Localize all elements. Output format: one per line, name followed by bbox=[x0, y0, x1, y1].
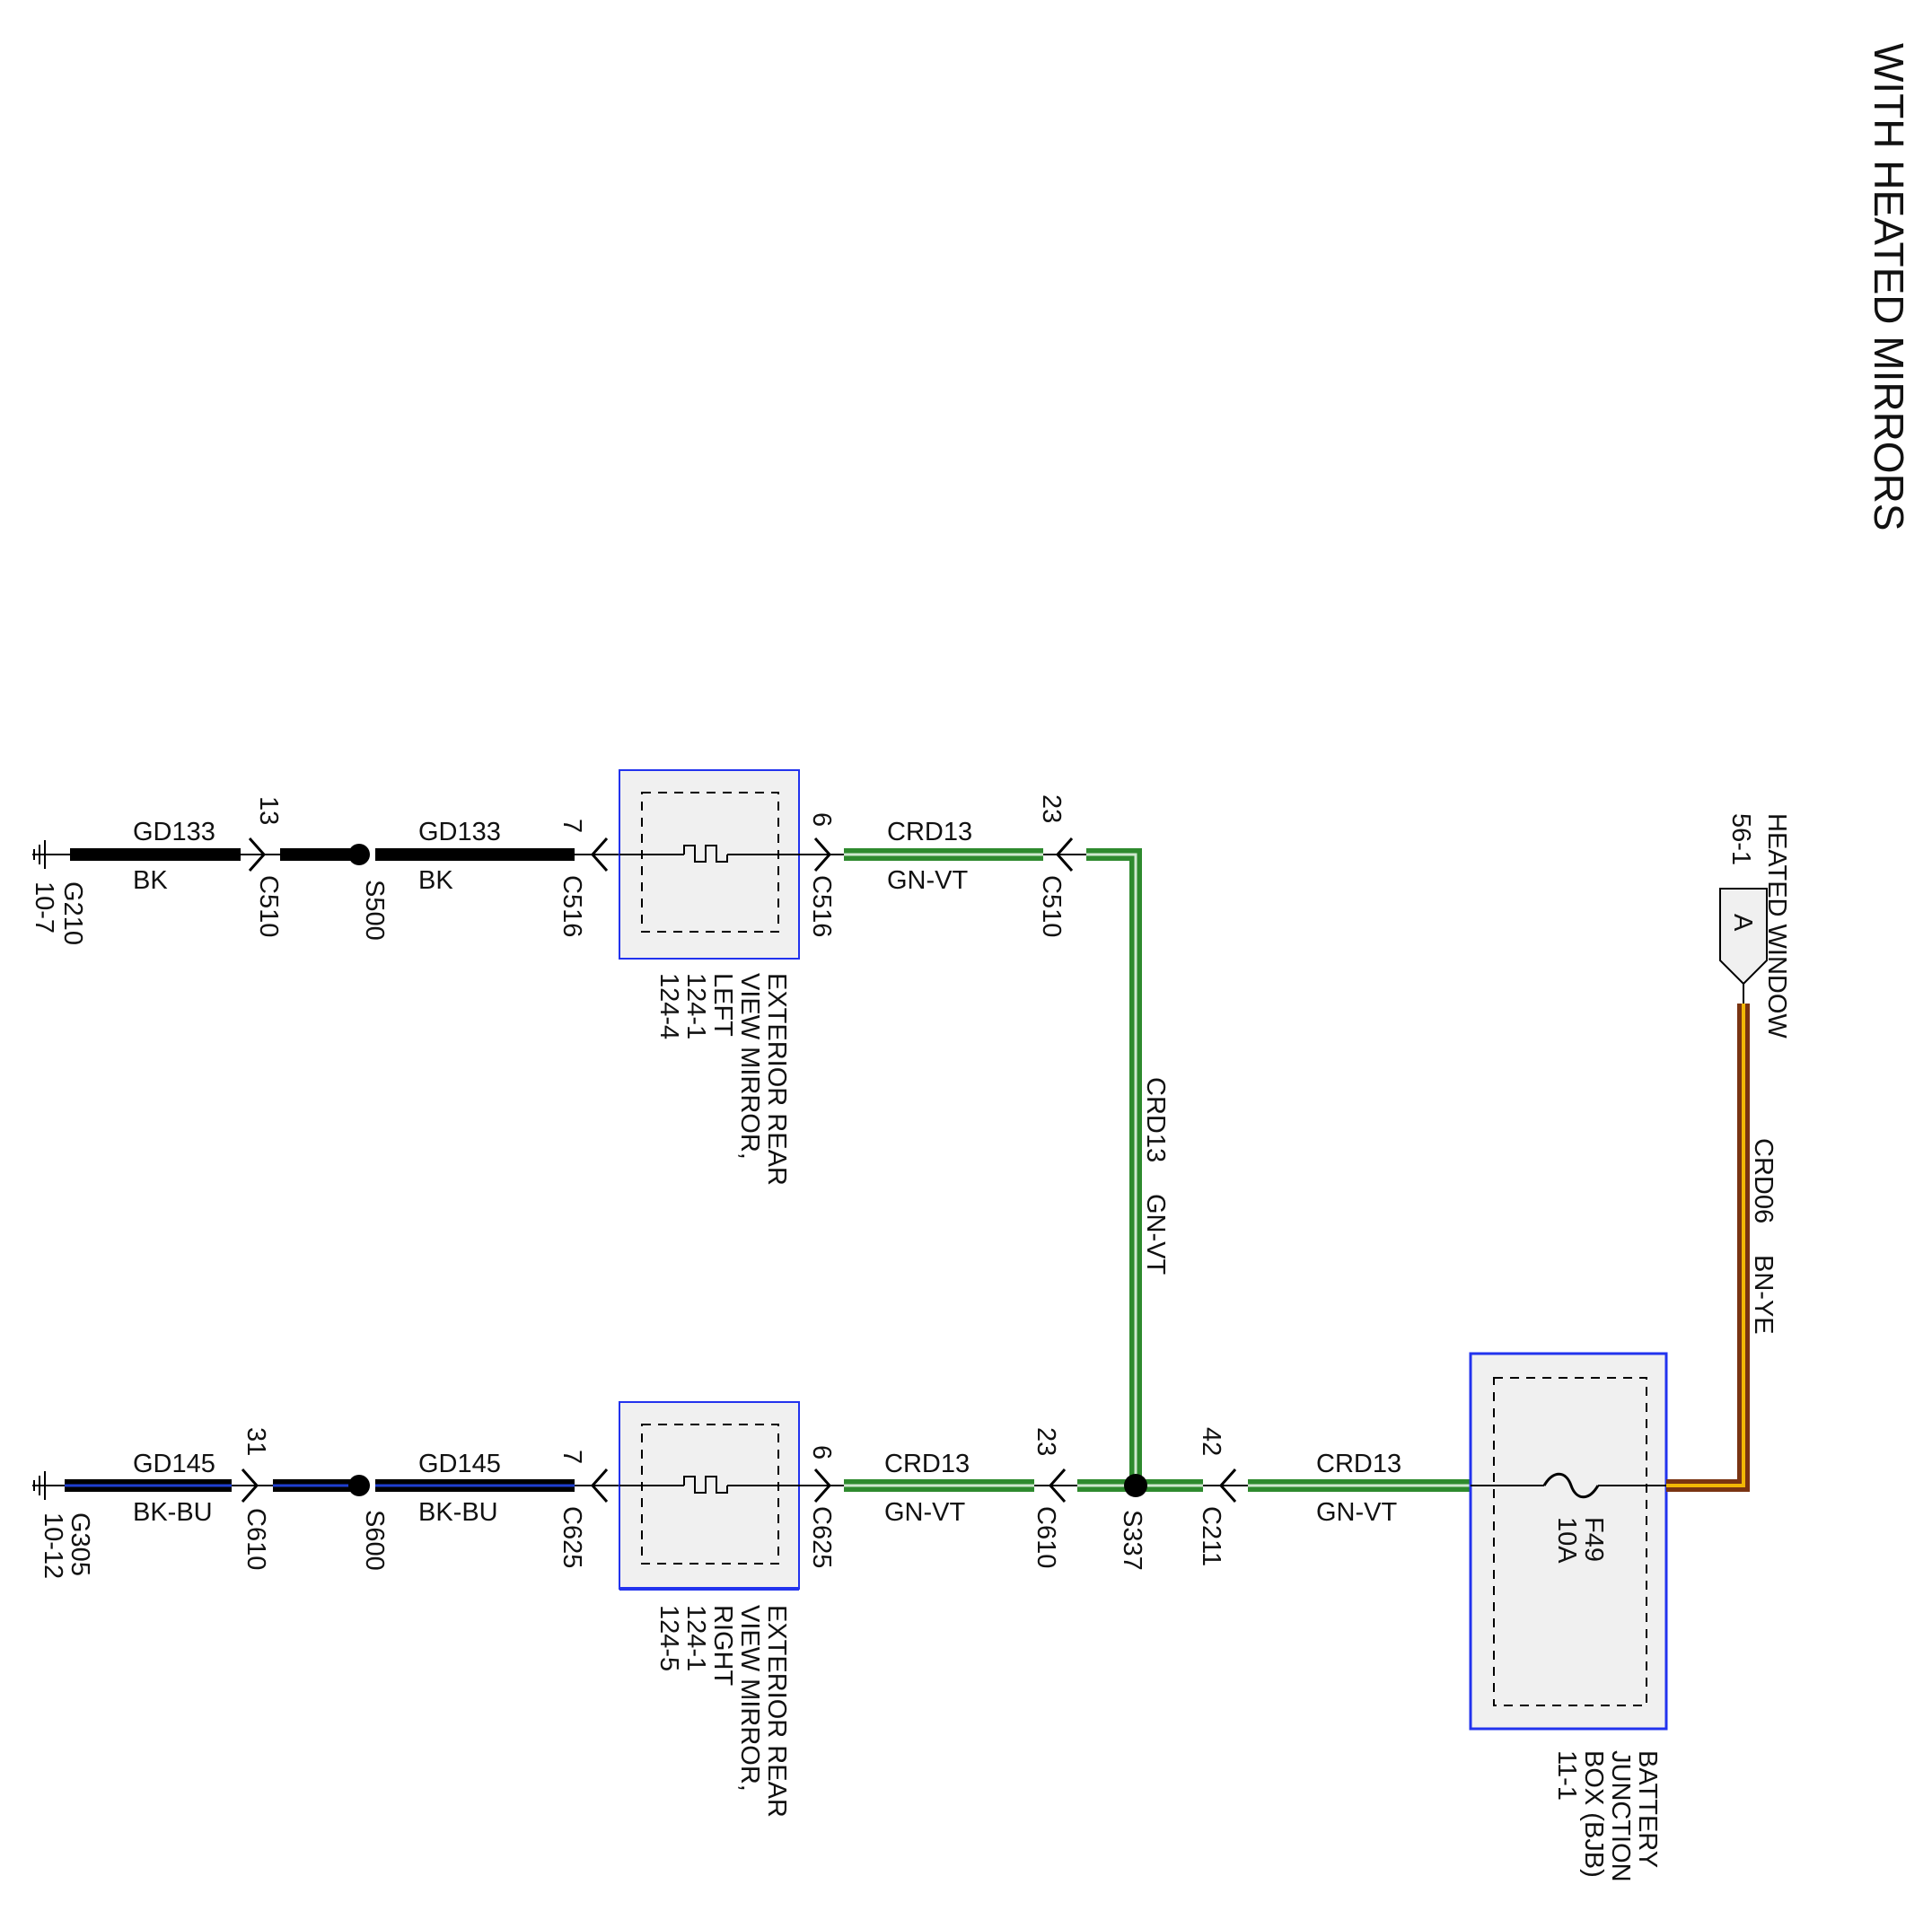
label-c510-name: C510 bbox=[1037, 875, 1066, 937]
label-heated-window-tag: A bbox=[1728, 914, 1757, 932]
connector-c610-pin31-symbol bbox=[241, 1468, 259, 1503]
label-g210-ref: 10-7 bbox=[30, 881, 58, 934]
connector-c211-pin42-symbol bbox=[1218, 1468, 1237, 1503]
label-c610-left-name: C610 bbox=[242, 1508, 270, 1570]
connector-c510-pin23-symbol bbox=[1055, 837, 1074, 872]
label-top-wire3-circuit: CRD13 bbox=[887, 818, 972, 846]
label-fuse-rating: 10A bbox=[1552, 1517, 1581, 1564]
label-c510-top-name: C510 bbox=[254, 875, 283, 937]
heated-window-reference-tag bbox=[1719, 888, 1768, 986]
left-mirror-name-line2: VIEW MIRROR, bbox=[735, 973, 764, 1160]
splice-s600 bbox=[348, 1475, 370, 1496]
label-c516-left-name: C516 bbox=[558, 875, 586, 937]
label-heated-window: HEATED WINDOW bbox=[1762, 813, 1791, 1039]
connector-c516-pin7-symbol bbox=[590, 837, 609, 872]
bjb-name-line1: BATTERY bbox=[1633, 1750, 1662, 1868]
connector-c625-pin7-symbol bbox=[590, 1468, 609, 1503]
label-bottom-wire2-circuit: GD145 bbox=[418, 1450, 501, 1478]
right-mirror-name-line3: RIGHT bbox=[708, 1605, 737, 1687]
label-vertical-wire-color: GN-VT bbox=[1141, 1194, 1170, 1275]
bjb-name-line2: JUNCTION bbox=[1606, 1750, 1635, 1882]
splice-s500 bbox=[348, 844, 370, 865]
label-g305: G305 bbox=[66, 1512, 94, 1576]
label-c610-pin31: 31 bbox=[242, 1427, 270, 1456]
heater-element-left-icon bbox=[683, 845, 728, 863]
wire-crd13-vertical bbox=[1086, 848, 1142, 1486]
label-bottom-wire4-circuit: CRD13 bbox=[1316, 1450, 1401, 1478]
label-c510-top-pin: 13 bbox=[254, 796, 283, 825]
label-c625-pin7: 7 bbox=[558, 1450, 586, 1464]
label-top-wire3-color: GN-VT bbox=[887, 866, 969, 895]
label-c625-right-name: C625 bbox=[807, 1506, 836, 1568]
label-feed-wire-circuit: CRD06 bbox=[1749, 1138, 1778, 1223]
left-mirror-ref1: 124-1 bbox=[681, 973, 710, 1039]
label-bottom-wire2-color: BK-BU bbox=[418, 1498, 498, 1527]
label-c625-pin6: 6 bbox=[807, 1445, 836, 1460]
left-mirror-component bbox=[619, 769, 800, 960]
label-c516-right-name: C516 bbox=[807, 875, 836, 937]
left-mirror-name-line1: EXTERIOR REAR bbox=[762, 973, 791, 1186]
label-g210: G210 bbox=[58, 881, 87, 945]
bjb-ref: 11-1 bbox=[1552, 1750, 1581, 1801]
bjb-name-line3: BOX (BJB) bbox=[1579, 1750, 1608, 1878]
label-fuse-f49: F49 bbox=[1579, 1517, 1608, 1562]
label-bottom-wire1-circuit: GD145 bbox=[133, 1450, 215, 1478]
ground-symbol-g210 bbox=[32, 840, 72, 869]
diagram-title: WITH HEATED MIRRORS bbox=[1866, 43, 1912, 530]
label-c211-name: C211 bbox=[1197, 1506, 1225, 1566]
label-top-wire1-color: BK bbox=[133, 866, 168, 895]
label-top-wire2-color: BK bbox=[418, 866, 453, 895]
label-s337: S337 bbox=[1118, 1510, 1146, 1571]
connector-c625-pin6-symbol bbox=[813, 1468, 832, 1503]
label-top-wire1-circuit: GD133 bbox=[133, 818, 215, 846]
label-feed-wire-color: BN-YE bbox=[1749, 1255, 1778, 1335]
label-top-wire2-circuit: GD133 bbox=[418, 818, 501, 846]
right-mirror-component bbox=[619, 1401, 800, 1590]
connector-c516-pin6-symbol bbox=[813, 837, 832, 872]
label-c516-pin7: 7 bbox=[558, 819, 586, 833]
label-s600: S600 bbox=[360, 1510, 389, 1571]
label-c625-left-name: C625 bbox=[558, 1506, 586, 1568]
right-mirror-name-line1: EXTERIOR REAR bbox=[762, 1605, 791, 1818]
left-mirror-name-line3: LEFT bbox=[708, 973, 737, 1037]
label-c211-pin42: 42 bbox=[1197, 1427, 1225, 1456]
label-g305-ref: 10-12 bbox=[39, 1512, 67, 1579]
wire-crd06 bbox=[1666, 1004, 1750, 1492]
left-mirror-ref2: 124-4 bbox=[654, 973, 683, 1039]
label-bottom-wire4-color: GN-VT bbox=[1316, 1498, 1398, 1527]
heater-element-right-icon bbox=[683, 1476, 728, 1494]
fuse-f49-icon bbox=[1542, 1472, 1600, 1499]
label-c610-pin23: 23 bbox=[1032, 1427, 1060, 1456]
right-mirror-name-line2: VIEW MIRROR, bbox=[735, 1605, 764, 1792]
ground-symbol-g305 bbox=[32, 1471, 66, 1500]
label-s500: S500 bbox=[360, 880, 389, 941]
label-bottom-wire3-circuit: CRD13 bbox=[884, 1450, 970, 1478]
label-c610-right-name: C610 bbox=[1032, 1506, 1060, 1568]
connector-c610-pin23-symbol bbox=[1048, 1468, 1067, 1503]
label-heated-window-ref: 56-1 bbox=[1726, 813, 1755, 865]
right-mirror-ref2: 124-5 bbox=[654, 1605, 683, 1671]
label-c516-pin6: 6 bbox=[807, 812, 836, 827]
label-bottom-wire3-color: GN-VT bbox=[884, 1498, 966, 1527]
splice-s337 bbox=[1124, 1474, 1147, 1497]
label-vertical-wire-circuit: CRD13 bbox=[1141, 1077, 1170, 1162]
label-c510-pin23: 23 bbox=[1037, 794, 1066, 823]
right-mirror-ref1: 124-1 bbox=[681, 1605, 710, 1671]
battery-junction-box bbox=[1469, 1352, 1668, 1731]
label-bottom-wire1-color: BK-BU bbox=[133, 1498, 213, 1527]
